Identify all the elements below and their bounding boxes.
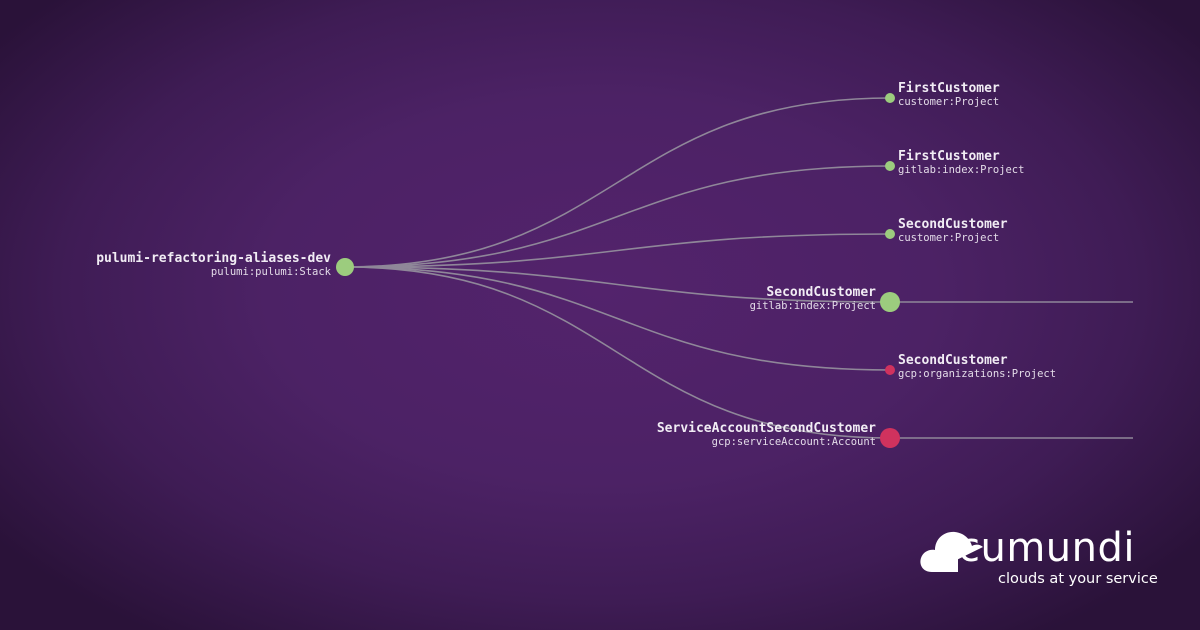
node-type: gitlab:index:Project (898, 164, 1024, 176)
node-type: gitlab:index:Project (750, 300, 876, 312)
root-node[interactable]: pulumi-refactoring-aliases-devpulumi:pul… (96, 251, 354, 278)
node-name: SecondCustomer (898, 217, 1008, 232)
child-node[interactable]: ServiceAccountSecondCustomergcp:serviceA… (657, 421, 1133, 448)
graph-edge (344, 233, 891, 268)
node-status-dot[interactable] (885, 229, 895, 239)
graph-edge (344, 165, 891, 268)
node-status-dot[interactable] (336, 258, 354, 276)
cloud-icon (920, 531, 983, 572)
node-name: ServiceAccountSecondCustomer (657, 421, 876, 436)
node-name: FirstCustomer (898, 149, 1000, 164)
node-type: customer:Project (898, 232, 999, 244)
node-type: customer:Project (898, 96, 999, 108)
node-status-dot[interactable] (885, 93, 895, 103)
node-name: SecondCustomer (898, 353, 1008, 368)
graph-edge (344, 266, 891, 371)
brand-logo: cumundi clouds at your service (918, 520, 1168, 592)
node-status-dot[interactable] (880, 292, 900, 312)
graph-edge (344, 266, 891, 439)
node-type: pulumi:pulumi:Stack (211, 266, 332, 278)
graph-nodes: pulumi-refactoring-aliases-devpulumi:pul… (96, 81, 1133, 448)
node-status-dot[interactable] (885, 161, 895, 171)
node-status-dot[interactable] (885, 365, 895, 375)
graph-edge (344, 266, 891, 303)
node-type: gcp:serviceAccount:Account (712, 436, 876, 448)
node-status-dot[interactable] (880, 428, 900, 448)
graph-edges (344, 97, 891, 439)
node-name: pulumi-refactoring-aliases-dev (96, 251, 331, 266)
brand-tagline: clouds at your service (998, 571, 1158, 587)
node-type: gcp:organizations:Project (898, 368, 1056, 380)
graph-edge (344, 97, 891, 268)
node-name: SecondCustomer (766, 285, 876, 300)
node-name: FirstCustomer (898, 81, 1000, 96)
brand-wordmark: cumundi (958, 525, 1136, 571)
